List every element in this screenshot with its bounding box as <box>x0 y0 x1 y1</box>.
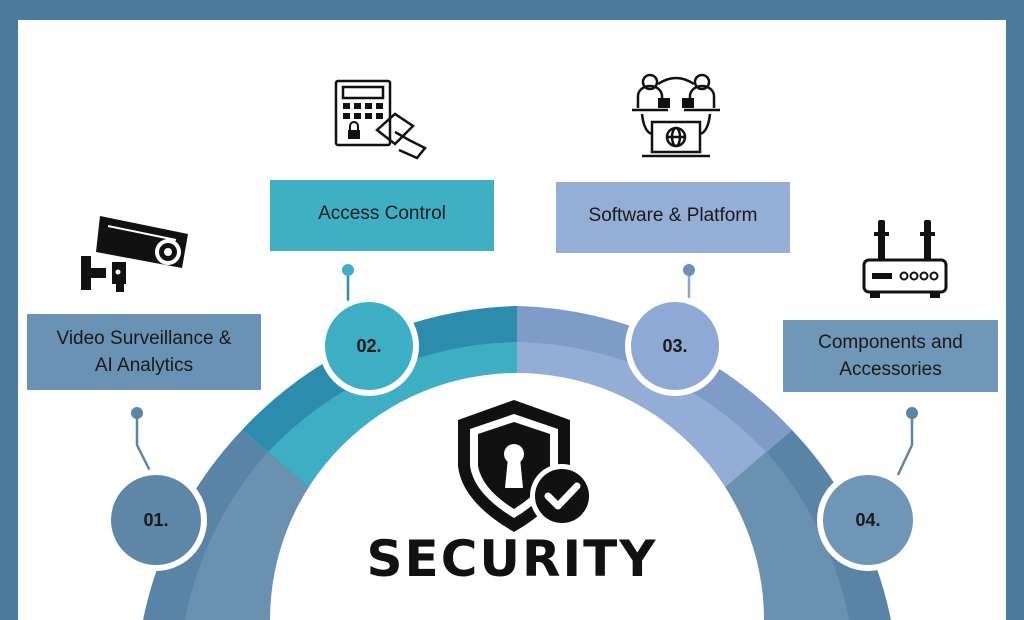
connector-dot-01 <box>131 407 143 419</box>
connector-dot-03 <box>683 264 695 276</box>
label-access-control: Access Control <box>318 203 446 224</box>
label-video-surveillance-line1: Video Surveillance & <box>56 328 232 349</box>
label-box-video-surveillance: Video Surveillance & AI Analytics <box>27 314 261 390</box>
label-software-platform: Software & Platform <box>588 205 758 226</box>
number-circle-01: 01. <box>105 469 207 571</box>
connector-line-04 <box>896 413 914 476</box>
connector-dot-04 <box>906 407 918 419</box>
connector-dot-02 <box>342 264 354 276</box>
label-box-access-control: Access Control <box>270 180 494 251</box>
label-components-line2: Accessories <box>839 359 942 380</box>
shield-check-lock-icon <box>458 400 594 532</box>
number-04: 04. <box>855 509 881 530</box>
keypad-access-icon <box>334 79 427 160</box>
page-title: SECURITY <box>366 530 658 588</box>
router-icon <box>862 220 948 298</box>
label-box-software-platform: Software & Platform <box>556 182 790 253</box>
number-circle-02: 02. <box>319 296 419 396</box>
label-box-components: Components and Accessories <box>783 320 998 392</box>
number-02: 02. <box>356 335 382 356</box>
number-circle-03: 03. <box>625 296 725 396</box>
number-03: 03. <box>662 335 688 356</box>
number-circle-04: 04. <box>817 469 919 571</box>
connector-line-01 <box>135 413 154 476</box>
cctv-camera-icon <box>81 216 188 292</box>
label-video-surveillance-line2: AI Analytics <box>94 355 194 376</box>
network-users-icon <box>632 73 720 158</box>
label-components-line1: Components and <box>818 332 963 353</box>
number-01: 01. <box>143 509 169 530</box>
